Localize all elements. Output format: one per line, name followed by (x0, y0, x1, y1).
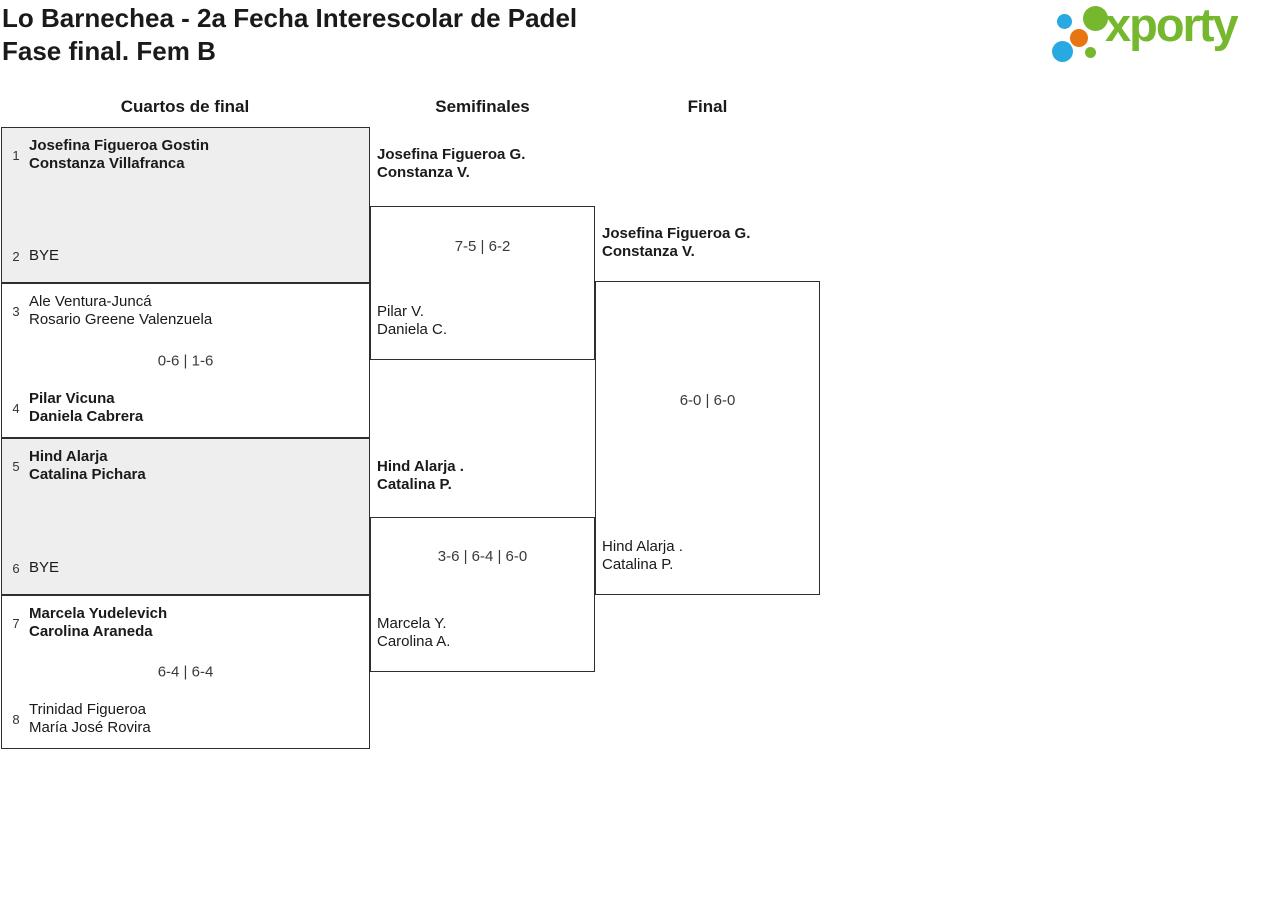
team-names: Marcela Yudelevich Carolina Araneda (29, 605, 168, 640)
page-title: Lo Barnechea - 2a Fecha Interescolar de … (2, 2, 577, 68)
team-entry-bye: 6 BYE (2, 559, 369, 577)
match-quarterfinal-3: 5 Hind Alarja Catalina Pichara 6 BYE (1, 438, 370, 595)
team-names: Josefina Figueroa G. Constanza V. (377, 146, 526, 181)
team-entry: 3 Ale Ventura-Juncá Rosario Greene Valen… (2, 293, 369, 329)
xporty-logo[interactable]: xporty (1048, 0, 1274, 70)
round-header-final: Final (687, 97, 728, 116)
team-names: BYE (29, 247, 60, 264)
team-entry: 5 Hind Alarja Catalina Pichara (2, 448, 369, 484)
team-entry: 4 Pilar Vicuna Daniela Cabrera (2, 390, 369, 426)
match-score: 0-6 | 1-6 (157, 352, 214, 369)
team-names: Pilar V. Daniela C. (377, 303, 448, 338)
match-final (595, 281, 820, 595)
tournament-title: Lo Barnechea - 2a Fecha Interescolar de … (2, 3, 578, 33)
team-names: Hind Alarja . Catalina P. (377, 458, 464, 493)
round-header-quarterfinals: Cuartos de final (120, 97, 250, 116)
logo-dot-icon (1052, 41, 1073, 62)
seed-number: 6 (12, 560, 20, 576)
seed-number: 8 (12, 711, 20, 727)
seed-number: 5 (12, 458, 20, 474)
match-score: 6-0 | 6-0 (679, 392, 736, 409)
team-names: Marcela Y. Carolina A. (377, 615, 451, 650)
seed-number: 1 (12, 147, 20, 163)
logo-dot-icon (1083, 6, 1108, 31)
match-score: 7-5 | 6-2 (454, 238, 511, 255)
team-names: Pilar Vicuna Daniela Cabrera (29, 390, 144, 425)
team-entry-bye: 2 BYE (2, 247, 369, 265)
team-names: Hind Alarja . Catalina P. (602, 538, 683, 573)
team-entry: 1 Josefina Figueroa Gostin Constanza Vil… (2, 137, 369, 173)
phase-subtitle: Fase final. Fem B (2, 36, 216, 66)
match-semifinal-2 (370, 517, 595, 672)
team-names: Josefina Figueroa G. Constanza V. (602, 225, 751, 260)
round-header-semifinals: Semifinales (435, 97, 530, 116)
logo-dot-icon (1057, 14, 1072, 29)
logo-dot-icon (1070, 29, 1088, 47)
team-names: Trinidad Figueroa María José Rovira (29, 701, 151, 736)
match-quarterfinal-4: 7 Marcela Yudelevich Carolina Araneda 6-… (1, 595, 370, 749)
team-entry: 7 Marcela Yudelevich Carolina Araneda (2, 605, 369, 641)
logo-wordmark: xporty (1105, 0, 1239, 51)
team-entry: 8 Trinidad Figueroa María José Rovira (2, 701, 369, 737)
team-names: Ale Ventura-Juncá Rosario Greene Valenzu… (29, 293, 213, 328)
team-names: Josefina Figueroa Gostin Constanza Villa… (29, 137, 210, 172)
match-quarterfinal-2: 3 Ale Ventura-Juncá Rosario Greene Valen… (1, 283, 370, 438)
seed-number: 3 (12, 303, 20, 319)
seed-number: 4 (12, 400, 20, 416)
seed-number: 2 (12, 248, 20, 264)
match-score: 6-4 | 6-4 (157, 663, 214, 681)
match-score: 3-6 | 6-4 | 6-0 (437, 548, 528, 565)
logo-dot-icon (1085, 47, 1096, 58)
seed-number: 7 (12, 615, 20, 631)
match-quarterfinal-1: 1 Josefina Figueroa Gostin Constanza Vil… (1, 127, 370, 283)
team-names: BYE (29, 559, 60, 576)
match-semifinal-1 (370, 206, 595, 360)
team-names: Hind Alarja Catalina Pichara (29, 448, 146, 483)
